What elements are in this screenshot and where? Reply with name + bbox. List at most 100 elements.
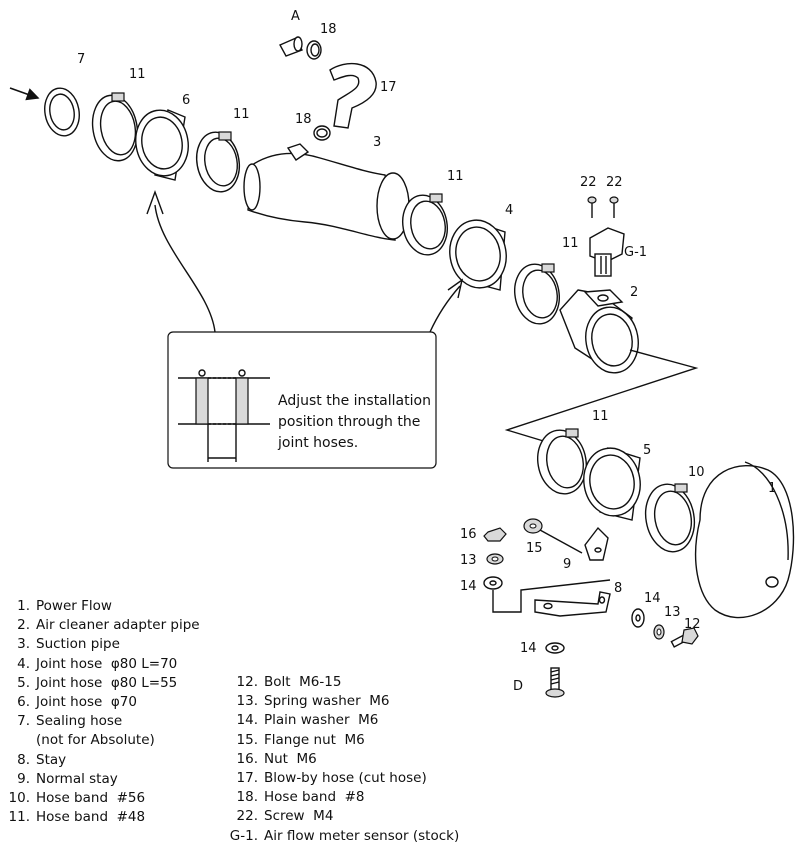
legend-item-number: 18. [236,789,258,806]
adjustment-callout-box [167,331,437,469]
label-15: 15 [526,541,543,556]
legend-item-number: 13. [236,693,258,710]
legend-item-text: Flange nut M6 [264,731,365,748]
legend-item-number: 9. [17,770,30,787]
exploded-parts-diagram: Adjust the installation position through… [9,9,795,698]
legend-item-text: Air cleaner adapter pipe [36,617,200,634]
adjustment-illustration [178,369,270,462]
label-4: 4 [505,203,513,218]
legend-item-text: Stay [36,751,67,768]
pipe-A [279,36,303,57]
legend-item-text: Plain washer M6 [264,712,379,729]
legend-item-number: 5. [17,674,30,691]
legend-item-number: 12. [236,674,258,690]
label-1: 1 [768,481,776,496]
air-flow-meter-sensor-g1 [589,227,625,277]
legend-item-number: 17. [236,770,258,787]
leader-8 [492,579,611,613]
legend-item-number: 14. [236,712,258,729]
legend-item-number: 1. [17,598,30,614]
legend-item-text: Hose band #8 [264,789,365,806]
label-18-top: 18 [320,22,337,37]
legend-item-number: G-1. [229,827,258,844]
label-18-bottom: 18 [295,112,312,127]
legend-item-text: Joint hose φ70 [36,694,137,711]
legend-item: 6.Joint hose φ70 [8,693,200,712]
plain-washer-14-b [631,608,645,628]
label-G1: G-1 [624,245,647,260]
note-line-1: Adjust the installation [278,393,431,409]
air-cleaner-adapter-pipe-2 [559,289,639,374]
label-3: 3 [373,135,381,150]
spring-washer-13-a [486,553,504,565]
label-9: 9 [563,557,571,572]
hose-band-10 [644,483,696,553]
label-11-d: 11 [562,236,579,251]
legend-item-number: 15. [236,731,258,748]
leader-15 [539,529,583,554]
legend-item: (not for Absolute) [8,731,200,750]
legend-item: 7.Sealing hose [8,712,200,731]
hose-band-11-e [537,428,587,495]
legend-item-text: Screw M4 [264,808,334,825]
plain-washer-14-a [483,576,503,590]
legend-item: 10.Hose band #56 [8,789,200,808]
label-D: D [513,679,523,694]
legend-item-text: Nut M6 [264,750,317,767]
hose-band-11-b [195,131,241,193]
legend-item-text: Bolt M6-15 [264,674,342,690]
joint-hose-6 [135,109,189,181]
legend-item-text: Hose band #56 [36,790,146,807]
legend-item-number: 11. [8,809,30,826]
label-22-left: 22 [580,175,597,190]
legend-item: 3.Suction pipe [8,635,200,654]
callout-arrow-left [154,204,216,333]
label-16: 16 [460,527,477,542]
label-6: 6 [182,93,190,108]
joint-hose-5 [583,447,641,521]
sealing-hose-7 [44,87,80,137]
nut-16 [483,527,507,542]
legend-item: 8.Stay [8,751,200,770]
hose-band-18-bottom [313,125,331,141]
legend-item: 13. Spring washer M6 [222,692,459,711]
hose-band-11-d [514,263,560,325]
callout-arrow-right [429,285,461,333]
joint-hose-4 [449,219,507,291]
legend-item: 1.Power Flow [8,597,200,616]
legend-item: 2.Air cleaner adapter pipe [8,616,200,635]
label-13-a: 13 [460,553,477,568]
note-line-2: position through the [278,414,420,430]
legend-item: 14. Plain washer M6 [222,711,459,730]
legend-item-text: Air flow meter sensor (stock) [264,827,460,844]
label-5: 5 [643,443,651,458]
legend-item-text: Normal stay [36,770,118,787]
legend-item: 4.Joint hose φ80 L=70 [8,655,200,674]
power-flow-1 [694,461,795,619]
hose-band-18-top [306,40,322,60]
legend-item: 22.Screw M4 [222,807,459,826]
note-line-3: joint hoses. [277,435,358,451]
legend-item-text: Hose band #48 [36,809,146,826]
legend-item-text: Sealing hose [36,713,123,730]
legend-item: 5. Joint hose φ80 L=55 [8,674,200,693]
legend-item: 17.Blow-by hose (cut hose) [222,769,459,788]
screw-22-right [609,196,619,218]
spring-washer-13-b [653,624,665,640]
label-22-right: 22 [606,175,623,190]
label-12: 12 [684,617,701,632]
label-17: 17 [380,80,397,95]
legend-item-text: Suction pipe [36,636,120,653]
legend-item-text: Spring washer M6 [264,693,390,710]
hose-band-11-a [91,92,139,162]
screw-22-left [587,196,597,218]
label-13-b: 13 [664,605,681,620]
outlet-arrow [9,87,40,101]
legend-item-text: (not for Absolute) [36,732,155,749]
legend-item-number: 16. [236,750,258,767]
label-8: 8 [614,581,622,596]
bolt-D [545,667,565,698]
label-11-b: 11 [233,107,250,122]
label-2: 2 [630,285,638,300]
legend-item-text: Joint hose φ80 L=55 [36,674,178,691]
